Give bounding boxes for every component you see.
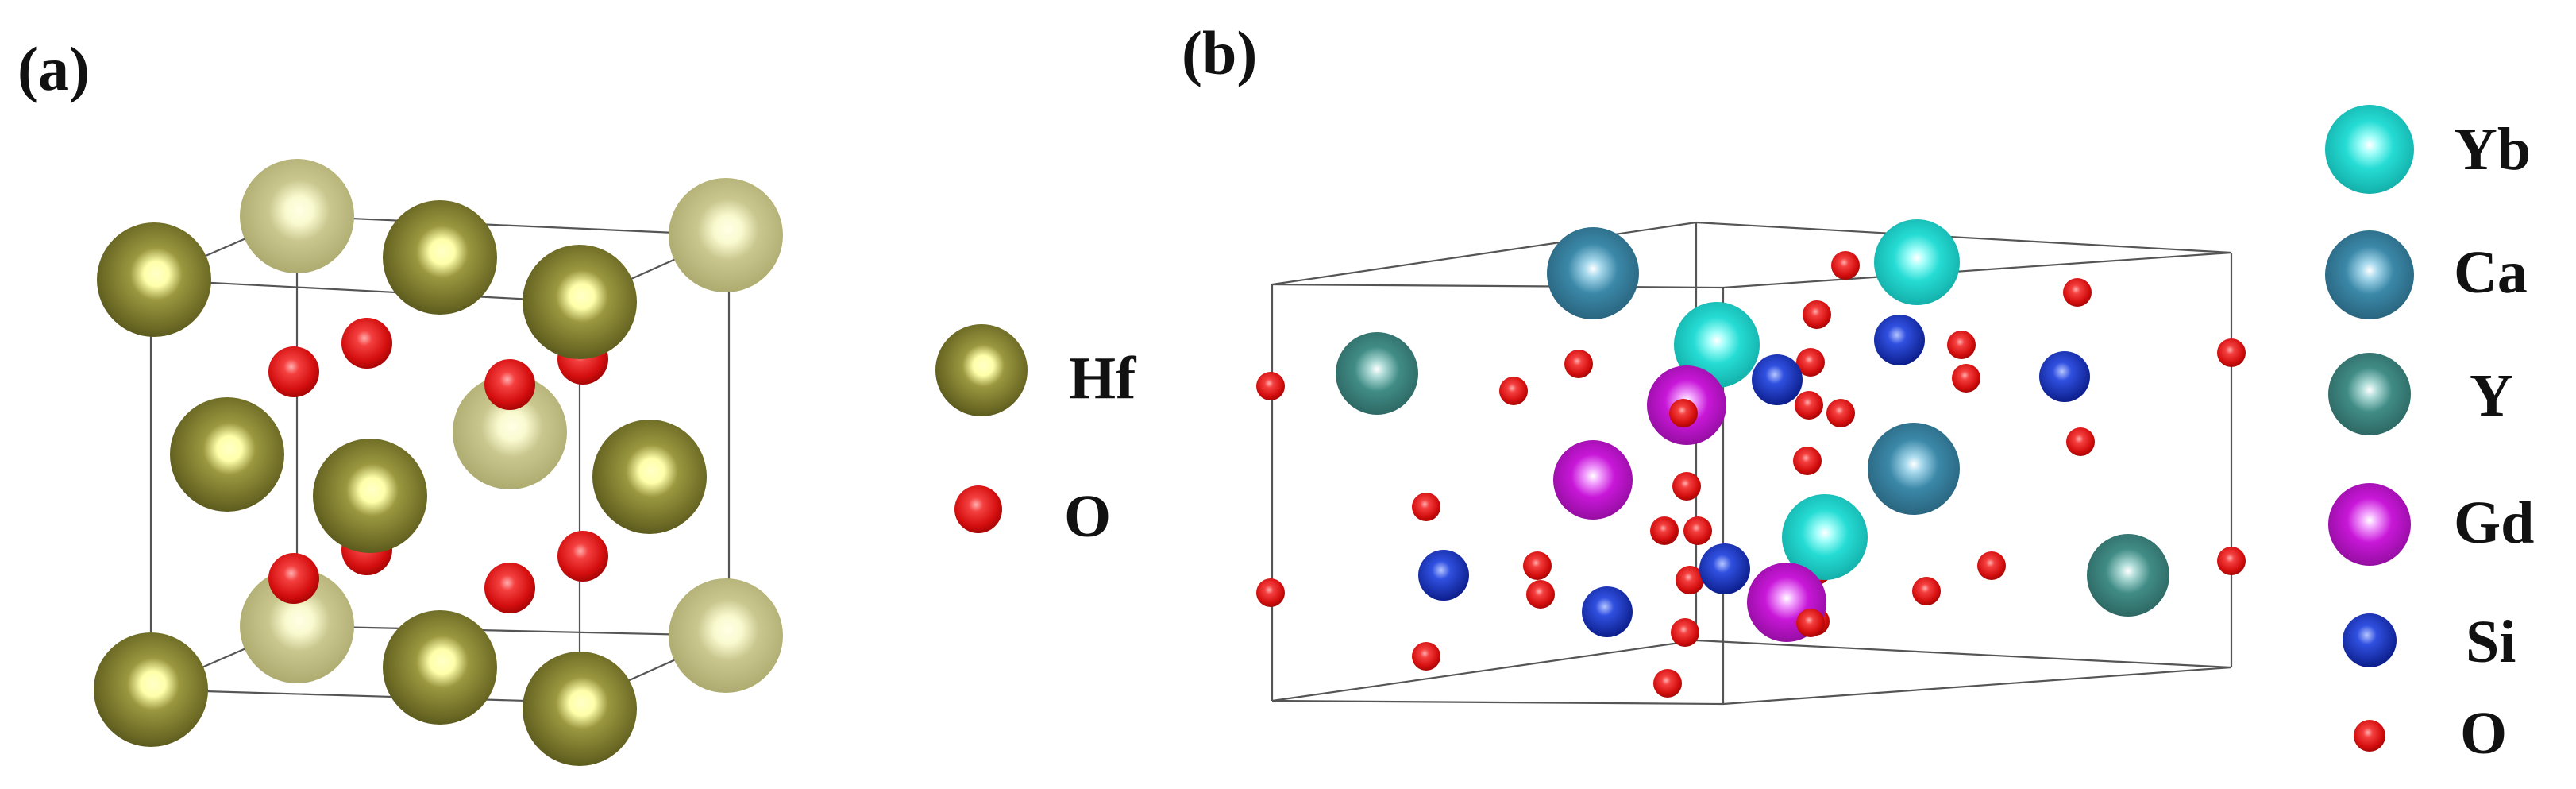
hf-atom (383, 200, 497, 315)
o-atom (2217, 547, 2246, 575)
hf-atom (592, 420, 707, 534)
si-atom (2039, 351, 2090, 402)
si-atom (1874, 315, 1925, 365)
o-atom (1793, 447, 1822, 475)
si-atom (1752, 354, 1803, 405)
legend-b-o-label: O (2460, 700, 2508, 767)
hf-atom (669, 178, 783, 292)
o-atom (1977, 551, 2006, 580)
o-atom (1831, 251, 1860, 280)
panel-a-atoms (94, 159, 783, 766)
panel-a-label: (a) (17, 34, 90, 103)
legend-a-hf-label: Hf (1069, 345, 1136, 412)
y-atom (2087, 534, 2169, 617)
yb-atom (1782, 494, 1868, 580)
o-atom (1653, 669, 1682, 698)
legend-b-y-swatch (2328, 353, 2411, 435)
legend-b-yb-swatch (2325, 105, 2414, 194)
panel-b-label: (b) (1182, 18, 1258, 87)
o-atom (484, 563, 535, 613)
o-atom (1412, 493, 1440, 521)
si-atom (1418, 550, 1469, 601)
yb-atom (1874, 219, 1960, 305)
hf-atom (669, 578, 783, 693)
ca-atom (1547, 227, 1639, 319)
legend-b-si-swatch (2343, 613, 2397, 667)
legend-b-si-label: Si (2466, 609, 2516, 675)
hf-atom (97, 222, 211, 337)
o-atom (1672, 472, 1701, 501)
si-atom (1699, 543, 1750, 594)
o-atom (2066, 427, 2095, 456)
legend-b-y-label: Y (2470, 362, 2513, 429)
o-atom (1526, 580, 1555, 609)
o-atom (1256, 372, 1285, 400)
o-atom (1671, 618, 1699, 647)
hf-atom (383, 610, 497, 725)
hf-atom (523, 652, 637, 766)
hf-atom (523, 245, 637, 359)
legend-b-ca-swatch (2325, 230, 2414, 319)
yb-atom (1674, 302, 1760, 388)
legend-b-gd-swatch (2328, 483, 2411, 566)
hf-atom (313, 439, 427, 553)
o-atom (1523, 551, 1552, 580)
o-atom (268, 346, 319, 397)
o-atom (1947, 331, 1976, 359)
si-atom (1582, 586, 1633, 637)
ca-atom (1868, 423, 1960, 515)
panel-a-structure (94, 159, 783, 766)
y-atom (1336, 332, 1418, 415)
legend-b-ca-label: Ca (2454, 239, 2528, 306)
o-atom (1652, 518, 1677, 543)
o-atom (2063, 278, 2092, 307)
o-atom (1826, 399, 1855, 427)
o-atom (484, 359, 535, 410)
hf-atom (453, 375, 567, 489)
o-atom (1912, 577, 1941, 605)
legend-a-o-swatch (954, 485, 1002, 533)
o-atom (1412, 642, 1440, 671)
panel-b-atoms (1256, 219, 2246, 698)
o-atom (1683, 516, 1712, 545)
o-atom (341, 318, 392, 369)
o-atom (1795, 391, 1823, 420)
legend-a-o-label: O (1064, 483, 1112, 550)
o-atom (1796, 609, 1825, 637)
o-atom (557, 531, 608, 582)
gd-atom (1553, 440, 1633, 520)
legend-b-o-swatch (2354, 720, 2385, 752)
o-atom (1499, 377, 1528, 405)
o-atom (1564, 350, 1593, 378)
hf-atom (240, 569, 354, 683)
o-atom (1803, 300, 1831, 329)
o-atom (2217, 338, 2246, 367)
hf-atom (94, 632, 208, 747)
o-atom (1676, 566, 1704, 594)
o-atom (1952, 364, 1980, 393)
o-atom (1669, 399, 1698, 427)
legend-b-yb-label: Yb (2454, 116, 2532, 183)
hf-atom (240, 159, 354, 273)
o-atom (1796, 348, 1825, 377)
legend-b-gd-label: Gd (2454, 489, 2535, 556)
o-atom (268, 553, 319, 604)
hf-atom (170, 397, 284, 512)
o-atom (1256, 578, 1285, 607)
legend-a-hf-swatch (935, 324, 1028, 416)
